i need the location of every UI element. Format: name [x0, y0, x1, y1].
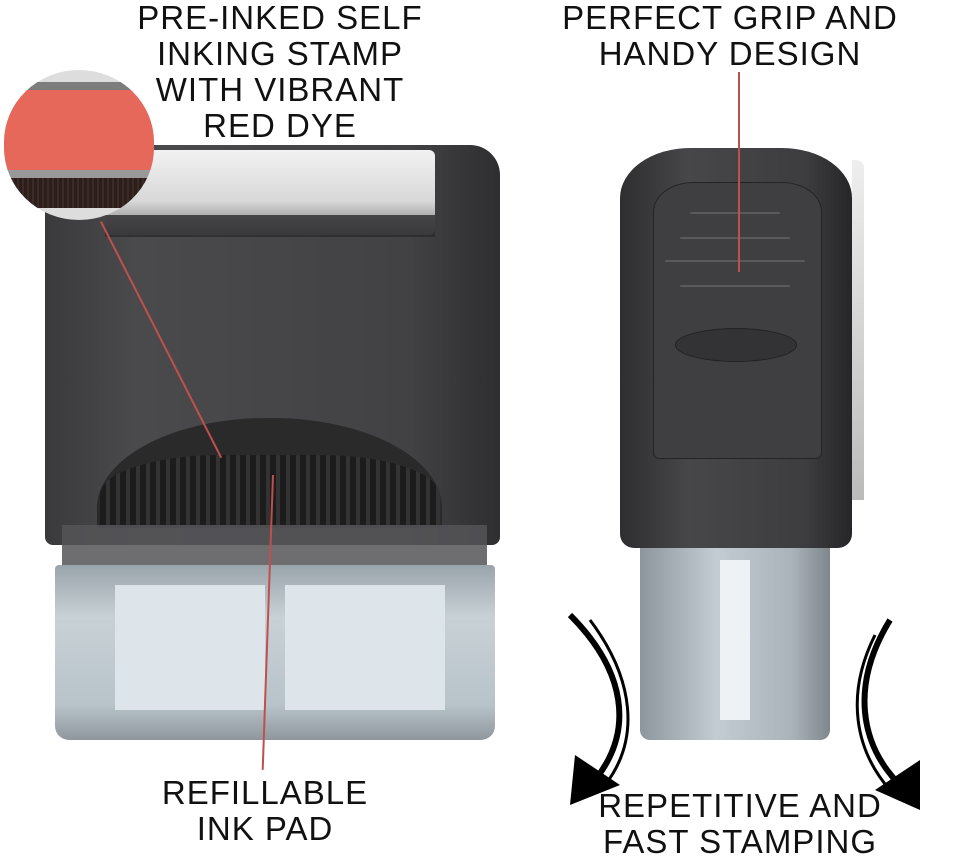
left-stamp-pane-left [115, 585, 265, 710]
right-stamp-oval-button [675, 328, 797, 362]
right-stamp-slot [720, 560, 750, 720]
curved-arrow-down-left-icon [567, 612, 630, 805]
curved-arrow-down-right-icon [855, 618, 920, 810]
inset-brush [4, 178, 154, 208]
grip-groove [680, 237, 790, 239]
label-perfect-grip: PERFECT GRIP AND HANDY DESIGN [562, 0, 898, 72]
inset-red-ink [4, 90, 154, 170]
left-stamp-top-strip [105, 215, 435, 237]
inset-top-strip [4, 82, 154, 92]
grip-groove [665, 260, 805, 262]
leader-line-grip [738, 72, 740, 272]
inset-bottom-strip [4, 170, 154, 178]
label-pre-inked: PRE-INKED SELF INKING STAMP WITH VIBRANT… [137, 0, 423, 144]
left-stamp-pane-right [285, 585, 445, 710]
right-stamp-side-window [852, 160, 864, 500]
grip-groove [680, 285, 790, 287]
label-refillable-ink-pad: REFILLABLE INK PAD [161, 774, 369, 847]
label-repetitive-fast: REPETITIVE AND FAST STAMPING [598, 787, 882, 858]
grip-groove [690, 212, 780, 214]
right-stamp-grip-panel [653, 182, 822, 459]
ink-pad-closeup-inset [4, 70, 154, 220]
